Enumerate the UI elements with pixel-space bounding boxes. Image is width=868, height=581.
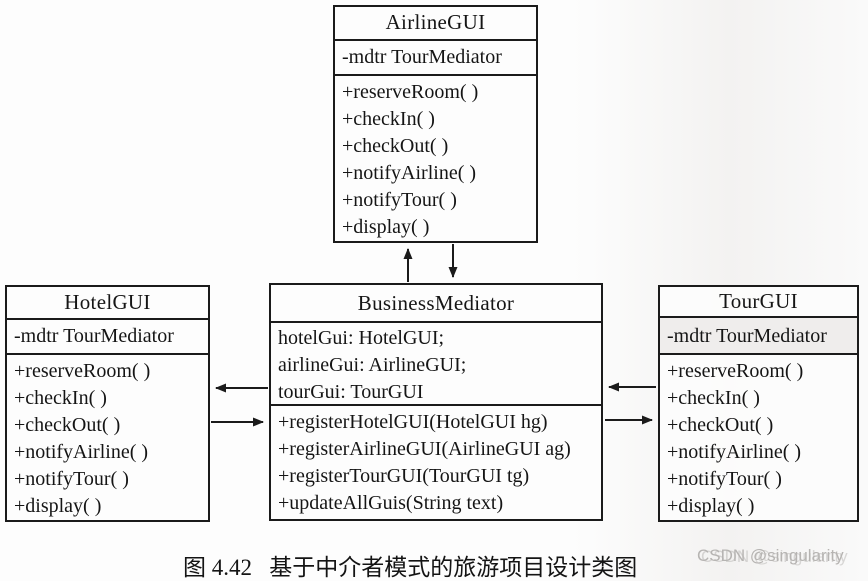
method-row: +display( )	[342, 216, 430, 238]
class-title: AirlineGUI	[335, 7, 536, 41]
methods-compartment: +registerHotelGUI(HotelGUI hg) +register…	[271, 406, 601, 519]
method-row: +reserveRoom( )	[14, 360, 151, 382]
attribute-row: -mdtr TourMediator	[14, 325, 174, 348]
attribute-row: hotelGui: HotelGUI;	[278, 327, 445, 349]
method-row: +checkIn( )	[667, 387, 760, 409]
method-row: +notifyTour( )	[342, 189, 457, 211]
attributes-compartment: -mdtr TourMediator	[7, 320, 208, 355]
method-row: +checkOut( )	[342, 135, 449, 157]
method-row: +reserveRoom( )	[342, 81, 479, 103]
figure-caption: 图 4.42 基于中介者模式的旅游项目设计类图	[183, 555, 638, 580]
method-row: +notifyAirline( )	[667, 441, 802, 463]
attribute-row: airlineGui: AirlineGUI;	[278, 354, 467, 376]
method-row: +notifyTour( )	[667, 468, 782, 490]
methods-compartment: +reserveRoom( ) +checkIn( ) +checkOut( )…	[7, 355, 208, 520]
attribute-row: -mdtr TourMediator	[667, 325, 827, 348]
method-row: +notifyAirline( )	[14, 441, 149, 463]
attributes-compartment: -mdtr TourMediator	[335, 41, 536, 76]
attribute-row: -mdtr TourMediator	[342, 45, 502, 68]
method-row: +updateAllGuis(String text)	[278, 492, 504, 514]
methods-compartment: +reserveRoom( ) +checkIn( ) +checkOut( )…	[335, 76, 536, 241]
method-row: +checkOut( )	[667, 414, 774, 436]
attributes-compartment: -mdtr TourMediator	[660, 318, 857, 355]
method-row: +registerTourGUI(TourGUI tg)	[278, 465, 530, 487]
attribute-row: tourGui: TourGUI	[278, 381, 424, 403]
class-box-businessmediator: BusinessMediator hotelGui: HotelGUI; air…	[269, 283, 603, 521]
method-row: +display( )	[667, 495, 755, 517]
method-row: +notifyAirline( )	[342, 162, 477, 184]
method-row: +checkIn( )	[14, 387, 107, 409]
method-row: +registerHotelGUI(HotelGUI hg)	[278, 411, 548, 433]
class-box-hotelgui: HotelGUI -mdtr TourMediator +reserveRoom…	[5, 285, 210, 522]
method-row: +registerAirlineGUI(AirlineGUI ag)	[278, 438, 571, 460]
watermark: CSDN @singularity	[697, 546, 844, 565]
method-row: +notifyTour( )	[14, 468, 129, 490]
method-row: +checkIn( )	[342, 108, 435, 130]
class-title: HotelGUI	[7, 287, 208, 321]
method-row: +checkOut( )	[14, 414, 121, 436]
method-row: +display( )	[14, 495, 102, 517]
class-title: TourGUI	[660, 287, 857, 319]
class-box-tourgui: TourGUI -mdtr TourMediator +reserveRoom(…	[658, 285, 859, 522]
class-box-airlinegui: AirlineGUI -mdtr TourMediator +reserveRo…	[333, 5, 538, 243]
methods-compartment: +reserveRoom( ) +checkIn( ) +checkOut( )…	[660, 355, 857, 520]
attributes-compartment: hotelGui: HotelGUI; airlineGui: AirlineG…	[271, 323, 601, 406]
class-title: BusinessMediator	[271, 285, 601, 323]
method-row: +reserveRoom( )	[667, 360, 804, 382]
